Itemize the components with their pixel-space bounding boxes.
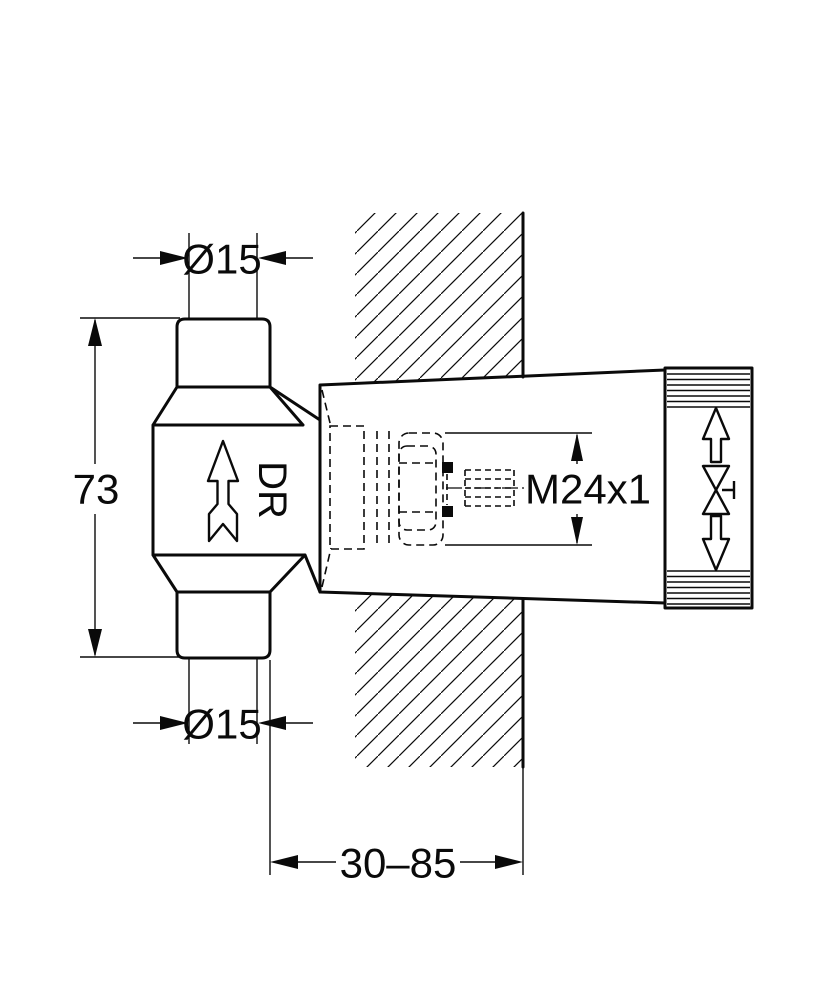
knurl-lines-top (667, 373, 750, 408)
hidden-bonnet-lines (399, 462, 438, 513)
pipe-top-lines (188, 233, 258, 318)
dim-arrow-down-icon (571, 517, 583, 545)
wall-hatch-upper (355, 213, 523, 384)
dim-label-pipe-bottom: Ø15 (182, 701, 261, 748)
hidden-bonnet-outer (398, 432, 444, 546)
dimension-spindle-thread: M24x1 (445, 432, 651, 546)
wall-hatch-lower (355, 593, 523, 767)
hidden-bonnet-inner (398, 445, 437, 531)
dimension-pipe-top: Ø15 (133, 236, 313, 283)
dim-arrow-left-icon (258, 251, 286, 265)
dim-arrow-up-icon (571, 433, 583, 461)
body-outline (151, 385, 322, 594)
wall-section (355, 211, 525, 769)
pipe-stub-top (175, 317, 272, 389)
dim-arrow-right-icon (495, 855, 523, 869)
hidden-perspective-lines (321, 389, 390, 588)
dim-extension-lines (445, 432, 592, 546)
dim-extension-lines (269, 660, 524, 875)
dim-arrow-up-icon (88, 318, 102, 346)
dim-extension-lines (80, 317, 180, 658)
cone-outline (318, 368, 667, 605)
protection-cone (318, 366, 754, 610)
spindle-seal-top (442, 462, 453, 473)
dim-label-body-height: 73 (73, 466, 120, 513)
dimension-installation-depth: 30–85 (269, 660, 524, 887)
valve-symbol-icon (701, 406, 736, 572)
knurl-lines-bottom (667, 570, 750, 605)
dim-label-depth-range: 30–85 (340, 840, 457, 887)
dimension-body-height: 73 (73, 317, 180, 658)
dim-arrow-left-icon (270, 855, 298, 869)
hidden-valve-internals (321, 389, 524, 588)
dim-arrow-left-icon (258, 716, 286, 730)
dimension-pipe-bottom: Ø15 (133, 701, 313, 748)
valve-body: DR (151, 233, 322, 744)
spindle-seal-bottom (442, 506, 453, 517)
dim-arrow-right-icon (160, 716, 188, 730)
dim-arrow-right-icon (160, 251, 188, 265)
pipe-bottom-lines (188, 658, 258, 744)
dim-label-pipe-top: Ø15 (182, 236, 261, 283)
dim-arrow-down-icon (88, 629, 102, 657)
hidden-flange (329, 425, 365, 550)
body-marking-dr: DR (250, 461, 294, 519)
knurled-cap (663, 366, 754, 610)
dim-label-thread: M24x1 (525, 466, 651, 513)
flow-direction-arrow-icon (206, 439, 240, 543)
pipe-stub-bottom (175, 590, 272, 660)
valve-symbol-up-arrow (701, 406, 731, 464)
valve-symbol-bowtie (701, 464, 736, 516)
valve-symbol-down-arrow (701, 514, 731, 572)
